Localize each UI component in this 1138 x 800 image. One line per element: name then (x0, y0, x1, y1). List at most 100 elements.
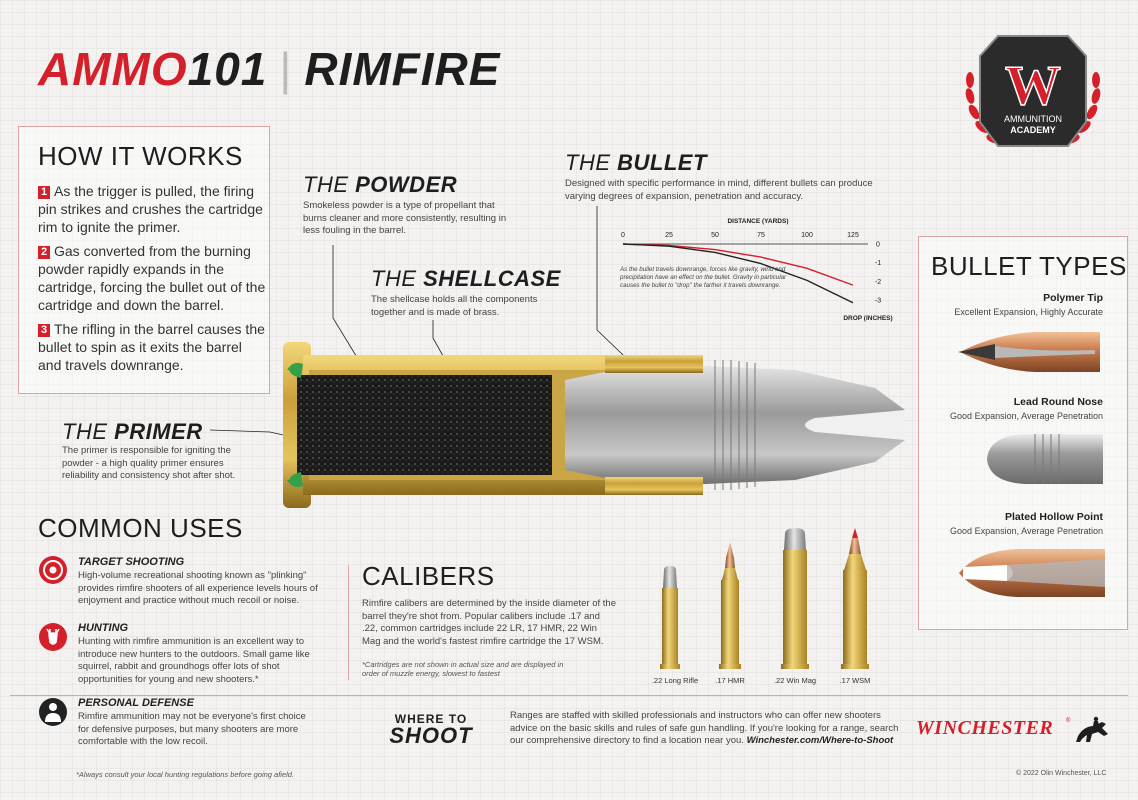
where-to-shoot-link[interactable]: Winchester.com/Where-to-Shoot (746, 735, 894, 746)
caliber-cartridges-illustration (660, 528, 869, 669)
use-desc: Hunting with rimfire ammunition is an ex… (78, 636, 310, 685)
calibers-divider (348, 565, 349, 680)
primer-name: PRIMER (114, 419, 203, 444)
shellcase-title: THE SHELLCASE (371, 266, 561, 292)
chart-annotation: As the bullet travels downrange, forces … (620, 266, 787, 289)
footer-divider (10, 695, 1128, 696)
case-mouth (605, 355, 703, 373)
calibers-desc: Rimfire calibers are determined by the i… (362, 598, 616, 647)
title-ammo: AMMO (38, 43, 188, 95)
title-rimfire: RIMFIRE (304, 43, 501, 95)
use-desc: High-volume recreational shooting known … (78, 570, 318, 606)
where-to-shoot-logo: WHERE TO SHOOT (389, 712, 473, 746)
wts-line2: SHOOT (389, 723, 473, 746)
bullet-type-name: Plated Hollow Point (1004, 511, 1103, 523)
drop-series-line (622, 243, 854, 304)
bullet-type-desc: Good Expansion, Average Penetration (950, 411, 1103, 421)
step-number: 2 (38, 246, 50, 259)
cartridge-17-wsm (841, 528, 869, 669)
bullet-types-title: BULLET TYPES (931, 251, 1127, 281)
step-number: 3 (38, 324, 50, 337)
how-it-works-panel (18, 126, 270, 394)
cartridge-22-long-rifle (660, 566, 680, 669)
bullet-title: THE BULLET (565, 150, 707, 176)
step-text: Gas converted from the burning powder ra… (38, 243, 266, 313)
case-mouth-lower (605, 477, 703, 495)
badge-letter: W (1005, 55, 1061, 117)
bullet-drop-chart: DISTANCE (YARDS) 0 25 50 75 100 125 0 -1 -2 -3 A… (620, 218, 893, 322)
x-tick-label: 125 (847, 232, 859, 239)
step-number: 1 (38, 186, 50, 199)
horse-rider-icon (1076, 716, 1108, 742)
x-tick-label: 25 (665, 232, 673, 239)
caliber-label: .17 HMR (715, 676, 745, 685)
caliber-label: .22 Long Rifle (651, 676, 699, 685)
calibers-title: CALIBERS (362, 561, 495, 591)
hollow-point-cavity (805, 410, 905, 440)
cartridge-cutaway-illustration (283, 342, 905, 508)
use-title: PERSONAL DEFENSE (78, 697, 194, 709)
the-label: THE (565, 150, 611, 175)
wts-line1: WHERE TO (395, 712, 467, 726)
x-tick-label: 50 (711, 232, 719, 239)
powder-name: POWDER (355, 172, 458, 197)
plated-hollow-point-bullet-icon (959, 549, 1105, 597)
caliber-label: .22 Win Mag (773, 676, 817, 685)
chart-xlabel: DISTANCE (YARDS) (727, 218, 788, 225)
chart-ylabel: DROP (INCHES) (843, 315, 892, 322)
target-icon (39, 556, 67, 584)
badge-line1: AMMUNITION (1004, 114, 1062, 124)
y-tick-label: -3 (875, 298, 881, 305)
use-desc: Rimfire ammunition may not be everyone's… (78, 711, 306, 747)
person-icon (39, 698, 67, 726)
winchester-logo: WINCHESTER ® (916, 716, 1108, 742)
y-tick-label: -2 (875, 279, 881, 286)
cartridge-22-win-mag (781, 528, 809, 669)
copyright: © 2022 Olin Winchester, LLC (1016, 770, 1107, 777)
polymer-tip-bullet-icon (958, 332, 1100, 372)
caliber-label: .17 WSM (839, 676, 871, 685)
bullet-type-desc: Excellent Expansion, Highly Accurate (954, 307, 1103, 317)
use-title: HUNTING (78, 622, 129, 634)
how-it-works-title: HOW IT WORKS (38, 141, 243, 171)
bullet-cannelure (714, 360, 756, 490)
shellcase-name: SHELLCASE (423, 266, 561, 291)
bullet-body (565, 366, 905, 484)
bullet-type-name: Lead Round Nose (1013, 396, 1103, 408)
legal-disclaimer: *Always consult your local hunting regul… (76, 770, 295, 779)
use-title: TARGET SHOOTING (78, 556, 185, 568)
common-uses-title: COMMON USES (38, 513, 243, 543)
shellcase-desc: The shellcase holds all the components t… (371, 294, 538, 318)
deer-icon (39, 623, 67, 651)
primer-compound-lower (287, 472, 303, 488)
title-101: 101 (187, 43, 268, 95)
calibers-note: *Cartridges are not shown in actual size… (362, 660, 564, 678)
x-tick-label: 0 (621, 232, 625, 239)
step-text: The rifling in the barrel causes the bul… (38, 321, 265, 373)
bullet-type-name: Polymer Tip (1043, 292, 1103, 304)
primer-desc: The primer is responsible for igniting t… (62, 445, 236, 481)
winchester-registered: ® (1066, 717, 1071, 724)
bullet-name: BULLET (617, 150, 707, 175)
bullet-desc: Designed with specific performance in mi… (565, 178, 873, 202)
the-label: THE (371, 266, 417, 291)
title-separator: | (279, 43, 293, 95)
primer-title: THE PRIMER (62, 419, 203, 445)
ammunition-academy-badge: W AMMUNITION ACADEMY (965, 35, 1101, 147)
chart-annotation-box: As the bullet travels downrange, forces … (620, 266, 787, 289)
primer-compound (287, 362, 303, 378)
y-tick-label: 0 (876, 242, 880, 249)
x-tick-label: 100 (801, 232, 813, 239)
lead-round-nose-bullet-icon (987, 434, 1103, 484)
x-tick-label: 75 (757, 232, 765, 239)
powder-title: THE POWDER (303, 172, 457, 198)
where-to-shoot-desc: Ranges are staffed with skilled professi… (510, 710, 900, 748)
winchester-wordmark: WINCHESTER (916, 717, 1053, 739)
badge-line2: ACADEMY (1010, 125, 1056, 135)
page-title: AMMO101|RIMFIRE (38, 46, 500, 92)
the-label: THE (62, 419, 108, 444)
y-tick-label: -1 (875, 260, 881, 267)
